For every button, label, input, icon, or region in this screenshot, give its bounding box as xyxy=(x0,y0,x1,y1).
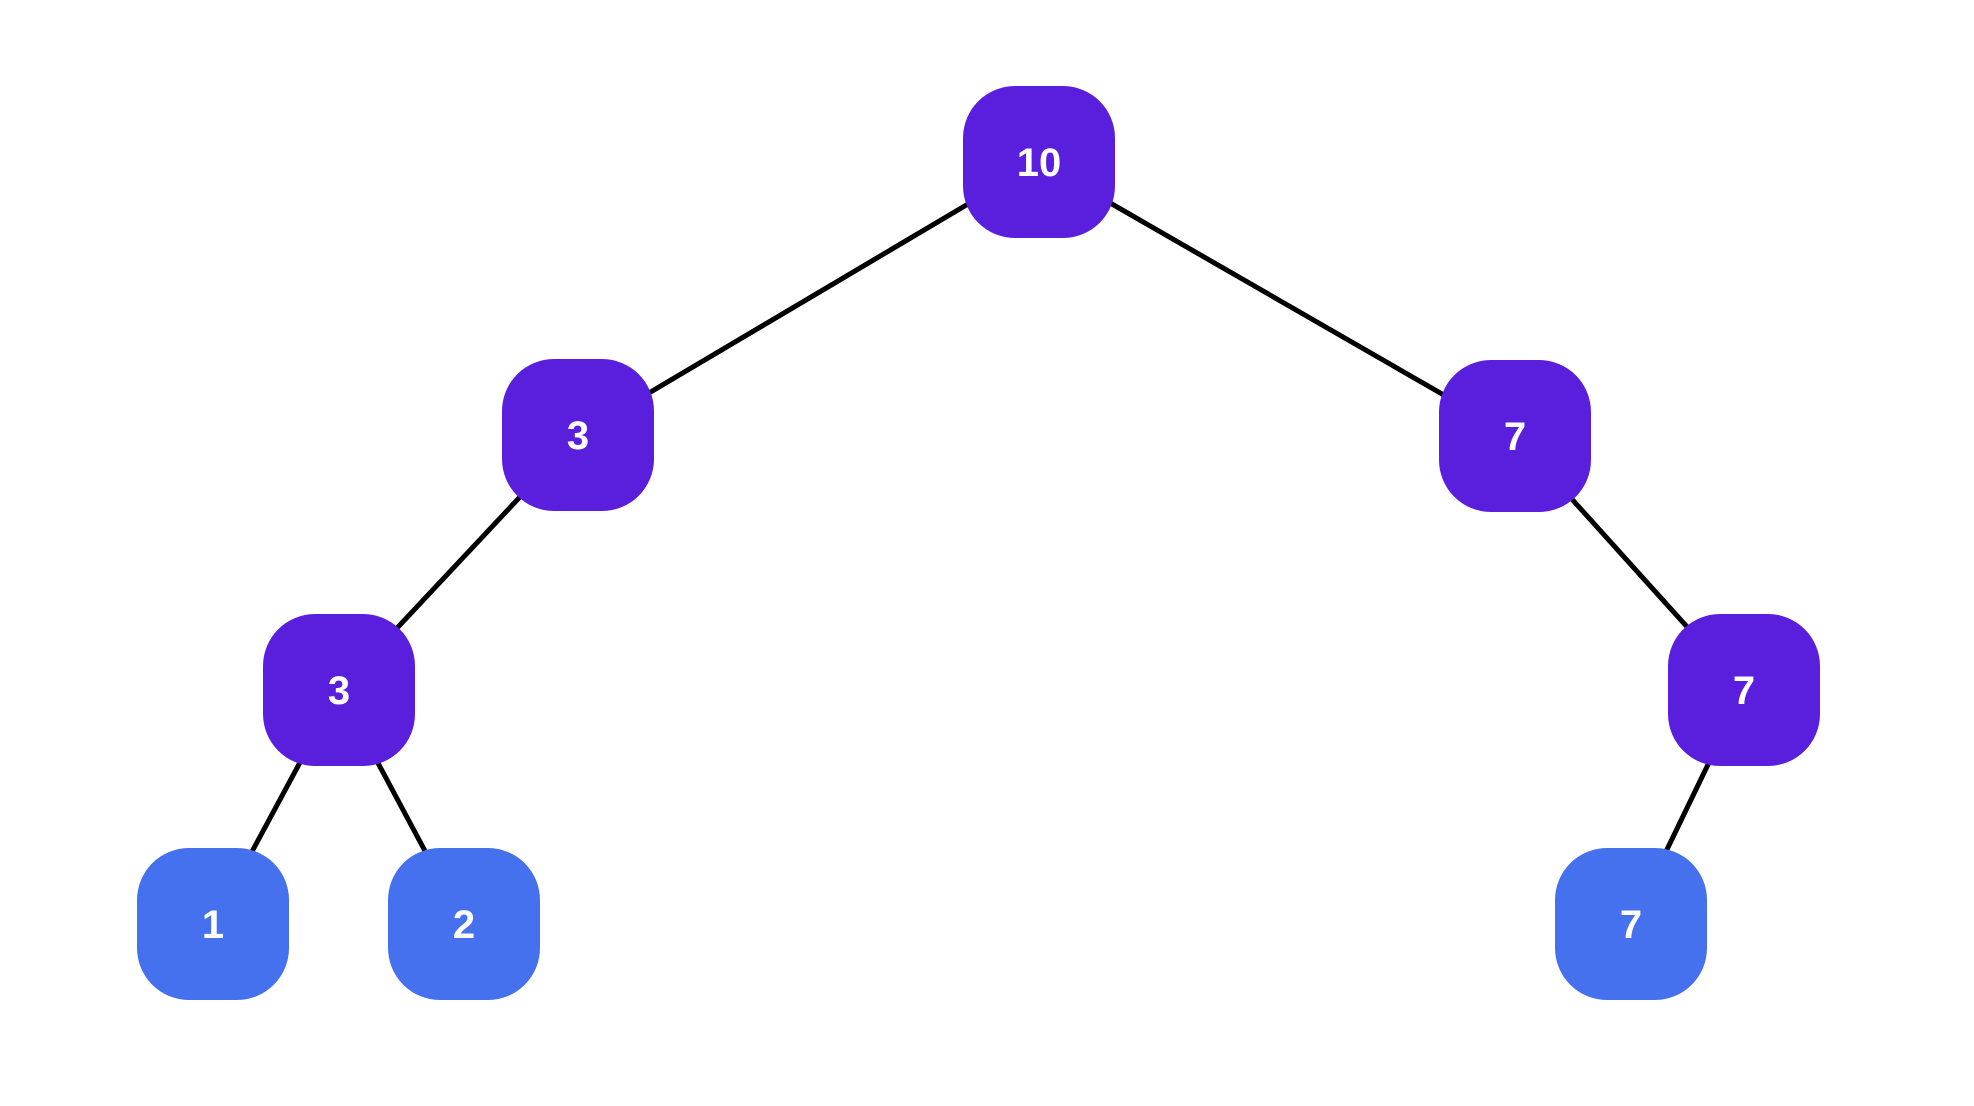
tree-node-leaf-1[interactable]: 1 xyxy=(137,848,289,1000)
tree-node-label: 1 xyxy=(201,903,225,947)
tree-node-label: 2 xyxy=(452,903,476,947)
tree-node-root[interactable]: 10 xyxy=(963,86,1115,238)
tree-node-label: 10 xyxy=(1016,141,1062,185)
tree-node-right-right[interactable]: 7 xyxy=(1668,614,1820,766)
tree-node-label: 3 xyxy=(566,414,590,458)
tree-node-right[interactable]: 7 xyxy=(1439,360,1591,512)
tree-node-leaf-2[interactable]: 2 xyxy=(388,848,540,1000)
tree-edge xyxy=(1037,159,1517,439)
tree-node-left[interactable]: 3 xyxy=(502,359,654,511)
tree-edge xyxy=(576,159,1041,438)
tree-node-label: 3 xyxy=(327,669,351,713)
tree-node-leaf-7[interactable]: 7 xyxy=(1555,848,1707,1000)
tree-node-left-left[interactable]: 3 xyxy=(263,614,415,766)
tree-node-label: 7 xyxy=(1619,903,1643,947)
tree-node-label: 7 xyxy=(1732,669,1756,713)
tree-node-label: 7 xyxy=(1503,415,1527,459)
